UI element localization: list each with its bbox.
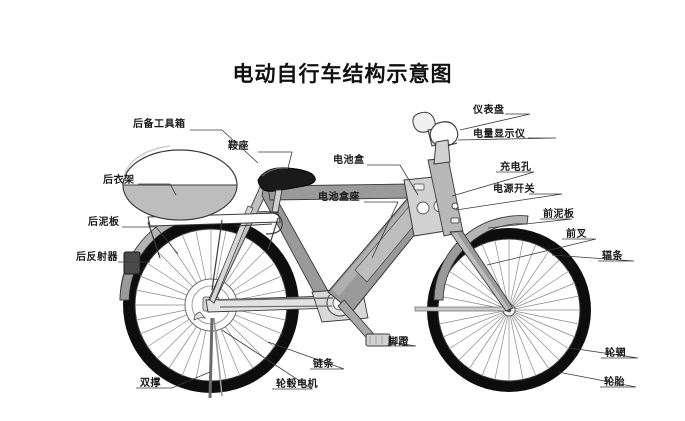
bicycle-frame xyxy=(205,157,514,323)
label-rear-fender: 后泥板 xyxy=(88,217,120,228)
label-rear-reflector: 后反射器 xyxy=(76,252,118,263)
label-rim: 轮辋 xyxy=(605,348,626,359)
leader-lines xyxy=(118,113,639,390)
label-battery-indicator: 电量显示仪 xyxy=(473,129,526,140)
label-rear-toolbox: 后备工具箱 xyxy=(133,119,186,130)
control-details xyxy=(450,202,460,224)
label-charging-port: 充电孔 xyxy=(500,162,532,173)
front-wheel xyxy=(414,228,591,392)
crank-and-pedal xyxy=(337,299,391,347)
label-saddle: 鞍座 xyxy=(228,141,249,152)
saddle xyxy=(257,167,316,213)
label-front-fender: 前泥板 xyxy=(543,209,575,220)
page-title: 电动自行车结构示意图 xyxy=(232,62,453,86)
label-chain: 链条 xyxy=(313,359,334,370)
label-power-switch: 电源开关 xyxy=(493,184,535,195)
label-battery-box: 电池盒 xyxy=(333,155,365,166)
label-double-kickstand: 双撑 xyxy=(140,378,161,389)
label-tire: 轮胎 xyxy=(604,377,625,388)
rear-reflector xyxy=(123,251,141,275)
label-spokes: 辐条 xyxy=(602,251,623,262)
rear-toolbox xyxy=(122,145,238,221)
label-hub-motor: 轮毂电机 xyxy=(276,379,318,390)
label-rear-rack: 后衣架 xyxy=(103,175,135,186)
label-pedal: 脚蹬 xyxy=(388,337,409,348)
chain xyxy=(217,297,334,308)
label-battery-box-base: 电池盒座 xyxy=(318,192,360,203)
label-instrument-panel: 仪表盘 xyxy=(473,105,505,116)
label-front-fork: 前叉 xyxy=(566,229,587,240)
handlebar-assembly xyxy=(412,111,459,165)
double-kickstand xyxy=(208,317,223,399)
